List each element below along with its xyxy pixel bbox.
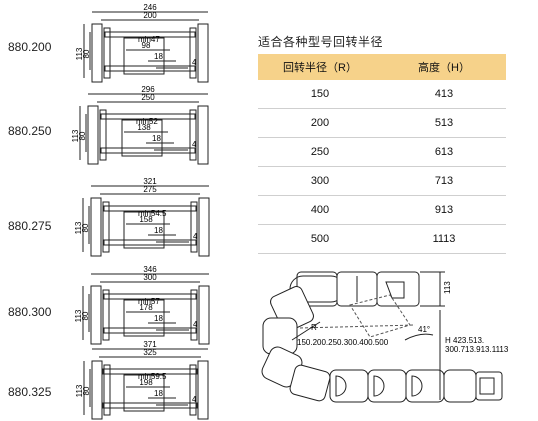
chain-end-bracket xyxy=(475,371,503,401)
angled-link-outline xyxy=(299,294,416,338)
table-title: 适合各种型号回转半径 xyxy=(258,35,384,49)
col-header-radius: 回转半径（R） xyxy=(258,54,382,80)
angle-arc xyxy=(404,333,434,341)
chain-link xyxy=(443,369,477,403)
chain-link xyxy=(336,271,378,307)
cell-height: 713 xyxy=(382,166,506,196)
model-label-880-200: 880.200 xyxy=(8,40,52,54)
model-label-880-325: 880.325 xyxy=(8,385,52,399)
cell-height: 1113 xyxy=(382,224,506,254)
cell-height: 613 xyxy=(382,137,506,167)
radius-r-label: R xyxy=(311,323,317,332)
cell-height: 913 xyxy=(382,195,506,225)
h-values-line2: 300.713.913.1113 xyxy=(445,345,509,354)
cell-radius: 200 xyxy=(258,108,382,138)
cell-height: 513 xyxy=(382,108,506,138)
chain-link xyxy=(367,369,407,403)
col-header-height: 高度（H） xyxy=(382,54,506,80)
cell-height: 413 xyxy=(382,80,506,109)
model-label-880-300: 880.300 xyxy=(8,305,52,319)
chain-link xyxy=(376,271,420,307)
table-header-row: 回转半径（R） 高度（H） xyxy=(258,54,506,80)
cell-radius: 500 xyxy=(258,224,382,254)
angle-label: 41° xyxy=(418,325,430,334)
model-label-880-275: 880.275 xyxy=(8,219,52,233)
model-label-880-250: 880.250 xyxy=(8,124,52,138)
cell-radius: 300 xyxy=(258,166,382,196)
cell-radius: 150 xyxy=(258,80,382,109)
chain-link xyxy=(289,364,331,402)
dim-113-label: 113 xyxy=(443,281,452,294)
cell-radius: 400 xyxy=(258,195,382,225)
h-values-line1: H 423.513. xyxy=(445,336,484,345)
chain-link xyxy=(329,369,369,403)
cell-radius: 250 xyxy=(258,137,382,167)
radii-list-label: 150.200.250.300.400.500 xyxy=(297,338,389,347)
chain-link xyxy=(405,369,445,403)
radius-line xyxy=(291,321,321,341)
